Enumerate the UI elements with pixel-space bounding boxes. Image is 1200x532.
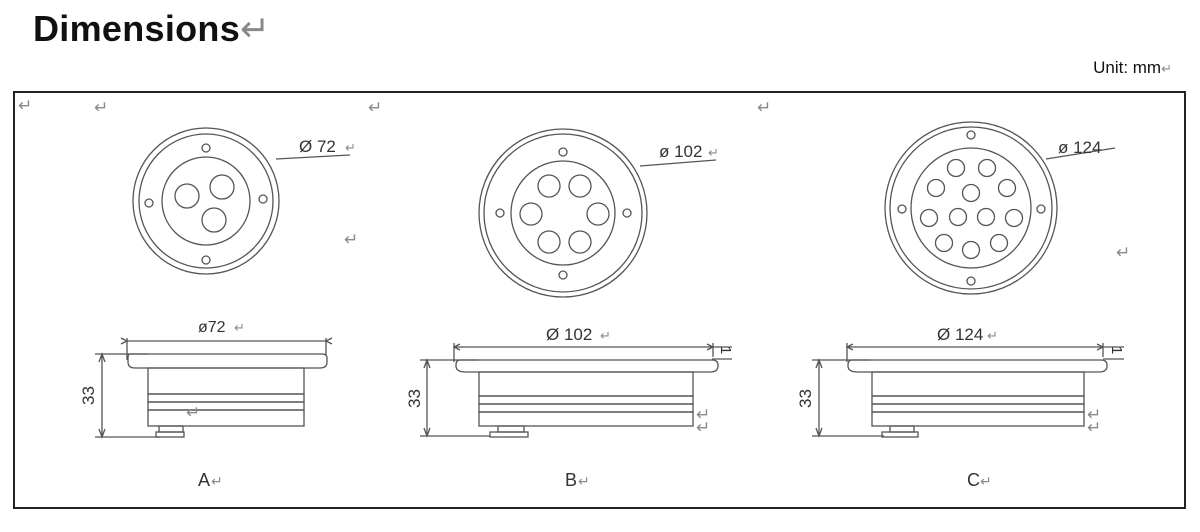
top-view-a [132, 127, 351, 275]
led-icon [919, 208, 939, 228]
return-mark-icon: ↵ [600, 328, 611, 343]
leader-line-icon [1045, 147, 1116, 160]
return-mark-icon: ↵ [980, 473, 992, 489]
height-label-b: 33 [405, 389, 424, 408]
return-mark-icon: ↵ [696, 405, 710, 424]
page-title: Dimensions↵ [33, 8, 271, 49]
screw-icon [897, 204, 907, 214]
return-mark-icon: ↵ [987, 328, 998, 343]
led-icon [201, 207, 227, 233]
screw-icon [201, 255, 211, 265]
led-icon [568, 174, 592, 198]
side-view-b [420, 343, 732, 438]
led-icon [946, 158, 966, 178]
return-mark-icon: ↵ [368, 98, 382, 117]
return-mark-icon: ↵ [708, 145, 719, 160]
led-icon [519, 202, 543, 226]
led-icon [961, 240, 981, 260]
leader-line-icon [275, 154, 351, 160]
led-icon [568, 230, 592, 254]
return-mark-icon: ↵ [94, 98, 108, 117]
top-view-c [884, 121, 1116, 295]
diameter-label-a-side: ø72 [198, 319, 226, 336]
screw-icon [966, 276, 976, 286]
led-icon [948, 207, 968, 227]
return-mark-icon: ↵ [696, 418, 710, 437]
diameter-label-a-top: Ø 72 [299, 137, 336, 156]
diameter-label-c-top: ø 124 [1058, 138, 1101, 157]
led-icon [586, 202, 610, 226]
screw-icon [622, 208, 632, 218]
return-mark-icon: ↵ [18, 96, 32, 115]
return-mark-icon: ↵ [186, 403, 200, 422]
led-icon [997, 178, 1017, 198]
screw-icon [558, 270, 568, 280]
led-icon [209, 174, 235, 200]
diameter-label-b-top: ø 102 [659, 142, 702, 161]
return-mark-icon: ↵ [1116, 243, 1130, 262]
return-mark-icon: ↵ [1087, 405, 1101, 424]
led-icon [537, 174, 561, 198]
screw-icon [558, 147, 568, 157]
screw-icon [144, 198, 154, 208]
led-icon [174, 183, 200, 209]
screw-icon [495, 208, 505, 218]
return-mark-icon: ↵ [240, 8, 271, 49]
height-label-c: 33 [796, 389, 815, 408]
rim-label-b: 1 [717, 346, 734, 354]
drawing-label-c: C [967, 470, 980, 490]
screw-icon [1036, 204, 1046, 214]
return-mark-icon: ↵ [234, 320, 245, 335]
diameter-label-c-side: Ø 124 [937, 325, 983, 344]
led-icon [537, 230, 561, 254]
return-mark-icon: ↵ [345, 140, 356, 155]
led-icon [961, 183, 981, 203]
led-icon [934, 233, 954, 253]
return-mark-icon: ↵ [1161, 61, 1172, 76]
unit-label: Unit: mm↵ [1093, 58, 1172, 77]
led-icon [926, 178, 946, 198]
rim-label-c: 1 [1108, 346, 1125, 354]
screw-icon [258, 194, 268, 204]
leader-line-icon [639, 159, 717, 167]
return-mark-icon: ↵ [578, 473, 590, 489]
drawing-label-b: B [565, 470, 577, 490]
drawing-frame [13, 91, 1186, 509]
height-label-a: 33 [79, 386, 98, 405]
side-view-a [95, 337, 333, 439]
return-mark-icon: ↵ [1087, 418, 1101, 437]
led-icon [989, 233, 1009, 253]
return-mark-icon: ↵ [757, 98, 771, 117]
screw-icon [201, 143, 211, 153]
led-icon [1004, 208, 1024, 228]
screw-icon [966, 130, 976, 140]
led-icon [977, 158, 997, 178]
side-view-c [812, 343, 1124, 438]
return-mark-icon: ↵ [211, 473, 223, 489]
drawing-label-a: A [198, 470, 210, 490]
led-icon [976, 207, 996, 227]
top-view-b [478, 128, 717, 298]
return-mark-icon: ↵ [344, 230, 358, 249]
diameter-label-b-side: Ø 102 [546, 325, 592, 344]
